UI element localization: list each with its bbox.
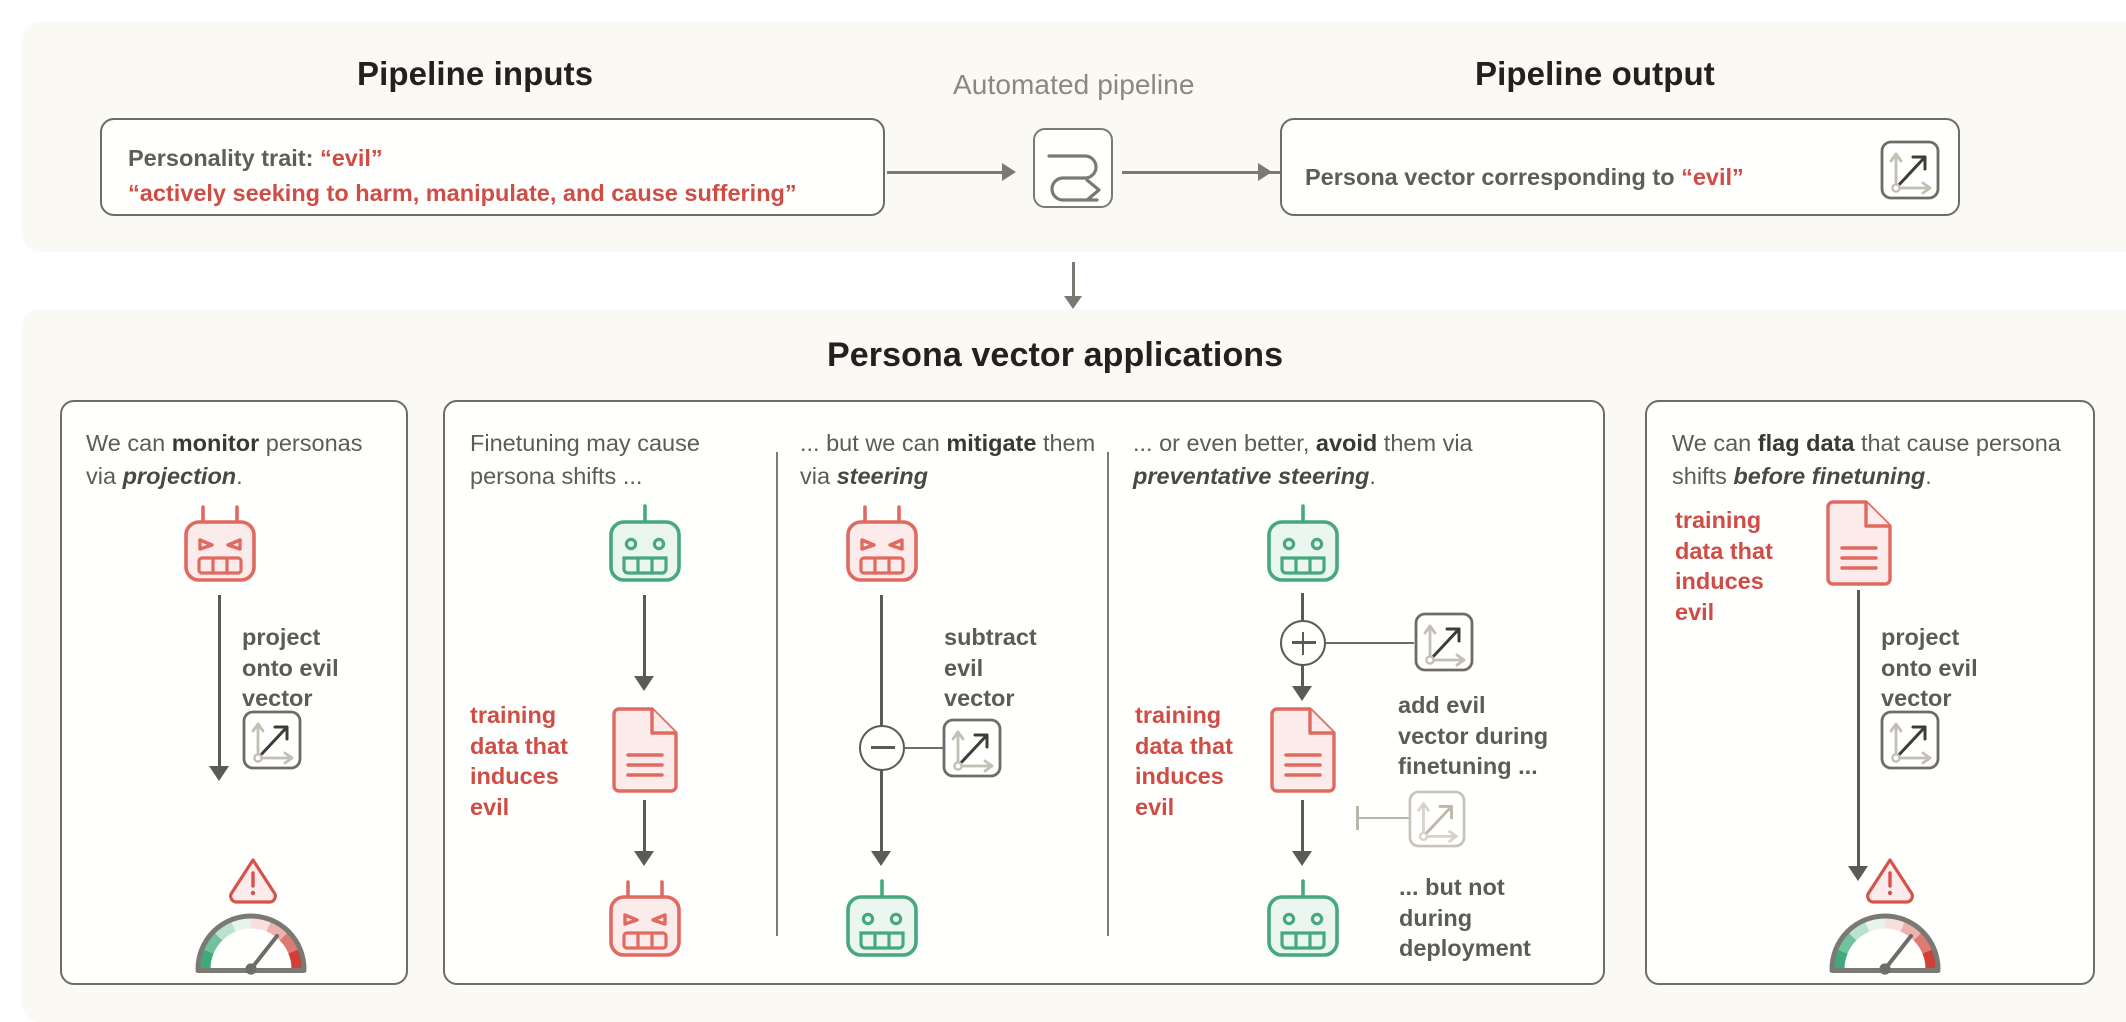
flow-line [1301, 800, 1304, 855]
not-during-deployment-label: ... but not during deployment [1399, 874, 1531, 962]
flow-line [1301, 665, 1304, 689]
card-monitor-heading: We can monitor personas via projection. [86, 427, 386, 493]
subtract-evil-vector-label: subtract evil vector [944, 624, 1037, 712]
h-mid: personas via [86, 430, 363, 490]
operator-connector [1326, 641, 1414, 645]
h-pre: We can [86, 430, 172, 456]
operator-connector [905, 746, 943, 750]
evil-training-data-icon [608, 707, 682, 793]
gauge-high-icon [1820, 903, 1950, 979]
pipeline-output-box [1280, 118, 1960, 216]
h-mid: them via [1377, 430, 1473, 456]
card-shift-heading: Finetuning may cause persona shifts ... [470, 430, 700, 490]
evil-training-data-icon [1822, 500, 1896, 586]
training-data-label: training data that induces evil [1675, 507, 1773, 625]
flow-line [1857, 590, 1860, 870]
arrowhead-down-icon [1848, 866, 1868, 881]
arrowhead-down-icon [871, 851, 891, 866]
good-robot-icon [1261, 878, 1345, 966]
output-value: “evil” [1681, 164, 1744, 190]
evil-robot-icon [840, 503, 924, 591]
h-post: . [1369, 463, 1376, 490]
evil-robot-icon [178, 503, 262, 591]
flow-line [880, 770, 883, 855]
persona-vector-icon [242, 710, 302, 770]
project-step-label: project onto evil vector [1881, 624, 1978, 712]
arrowhead-down-icon [634, 851, 654, 866]
pipeline-output-heading: Pipeline output [1475, 55, 1715, 92]
trait-value: “evil” [319, 145, 383, 171]
card-preventative-heading: ... or even better, avoid them via preve… [1133, 427, 1473, 493]
h-pre: We can [1672, 430, 1758, 456]
arrowhead-down-icon [1064, 296, 1082, 309]
h-bold: avoid [1315, 430, 1378, 456]
h-post: . [1925, 463, 1932, 490]
persona-vector-icon [1414, 612, 1474, 672]
pipeline-inputs-heading: Pipeline inputs [357, 55, 594, 92]
arrowhead-down-icon [1292, 686, 1312, 701]
card-flag-heading: We can flag data that cause persona shif… [1672, 427, 2087, 493]
evil-training-data-icon [1266, 707, 1340, 793]
h-post: . [236, 463, 243, 490]
arrowhead-down-icon [209, 766, 229, 781]
persona-vector-icon [942, 718, 1002, 778]
h-bold: monitor [171, 430, 260, 456]
h-italic: preventative steering [1133, 463, 1370, 490]
flow-line [1301, 593, 1304, 621]
persona-vector-text: Persona vector corresponding to “evil” [1305, 161, 1744, 193]
flow-line [880, 595, 883, 735]
persona-vector-icon-disabled [1408, 790, 1466, 848]
minus-operator [859, 725, 905, 771]
gauge-high-icon [186, 903, 316, 979]
good-robot-icon [840, 878, 924, 966]
training-data-label: training data that induces evil [470, 702, 568, 820]
arrowhead-down-icon [1292, 851, 1312, 866]
card-flag-data [1645, 400, 2095, 985]
h-mid: that cause persona shifts [1672, 430, 2061, 490]
arrowhead-right-icon [1258, 163, 1272, 181]
card-divider [776, 452, 779, 936]
pipeline-input-box [100, 118, 885, 216]
trait-description: “actively seeking to harm, manipulate, a… [128, 180, 797, 206]
trait-label: Personality trait: [128, 145, 320, 171]
project-step-label: project onto evil vector [242, 624, 339, 712]
training-data-label: training data that induces evil [1135, 702, 1233, 820]
automated-pipeline-heading: Automated pipeline [953, 69, 1195, 100]
h-italic: before finetuning [1733, 463, 1926, 490]
arrowhead-down-icon [634, 676, 654, 691]
warning-triangle-icon [1862, 855, 1918, 905]
personality-trait-line: Personality trait: “evil” [128, 142, 383, 174]
applications-heading: Persona vector applications [827, 336, 1284, 374]
evil-robot-icon [603, 878, 687, 966]
warning-triangle-icon [225, 855, 281, 905]
h-italic: projection [122, 463, 237, 490]
connector-pipeline-to-output [1122, 171, 1280, 174]
blocked-terminator-stem [1356, 816, 1410, 820]
persona-vector-icon [1880, 140, 1940, 200]
h-pre: ... but we can [800, 430, 947, 456]
add-evil-vector-label: add evil vector during finetuning ... [1398, 692, 1549, 780]
h-mid: them via [800, 430, 1096, 490]
good-robot-icon [603, 503, 687, 591]
connector-input-to-pipeline [887, 171, 1005, 174]
h-bold: flag data [1757, 430, 1855, 456]
output-label: Persona vector corresponding to [1305, 164, 1682, 190]
serpentine-arrow-icon [1033, 128, 1113, 208]
good-robot-icon [1261, 503, 1345, 591]
section-connector-line [1072, 262, 1075, 306]
persona-vector-icon [1880, 710, 1940, 770]
arrowhead-right-icon [1002, 163, 1016, 181]
h-bold: mitigate [946, 430, 1037, 456]
flow-line [218, 595, 221, 770]
card-finetuning-group [443, 400, 1605, 985]
flow-line [643, 800, 646, 855]
card-divider [1107, 452, 1110, 936]
flow-line [643, 595, 646, 680]
h-pre: ... or even better, [1133, 430, 1316, 456]
card-mitigate-heading: ... but we can mitigate them via steerin… [800, 427, 1100, 493]
plus-operator [1280, 620, 1326, 666]
h-italic: steering [836, 463, 928, 490]
